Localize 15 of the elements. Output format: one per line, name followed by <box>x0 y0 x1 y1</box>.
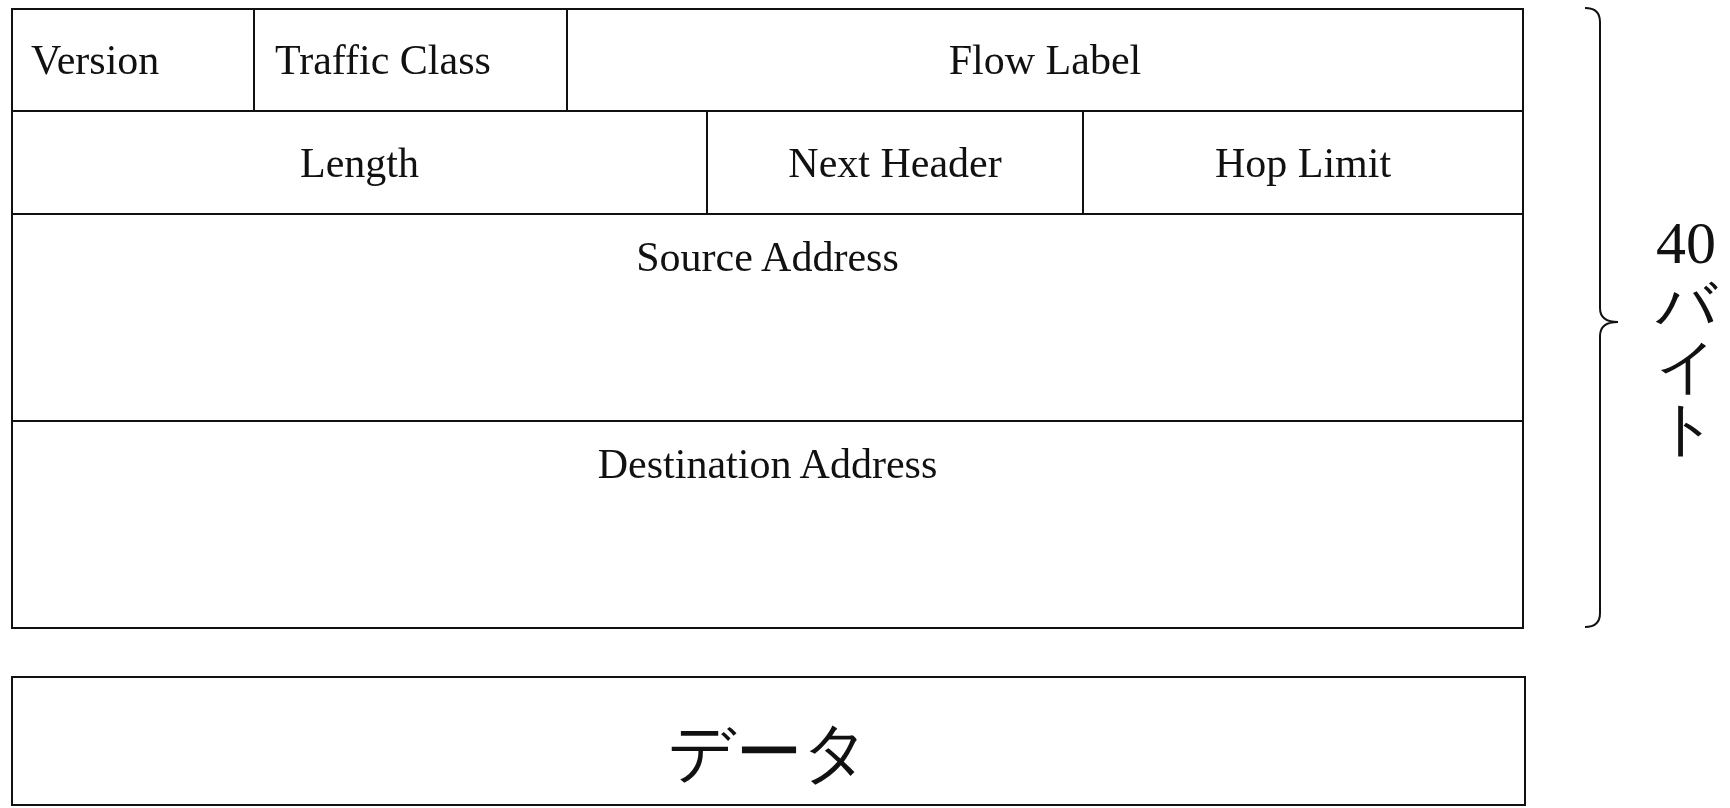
field-name: Source Address <box>636 233 899 281</box>
size-label: 40バイト <box>1654 212 1719 460</box>
field-name: Hop Limit <box>1214 138 1392 187</box>
field-name: Flow Label <box>948 36 1142 84</box>
field-name: Length <box>300 138 419 187</box>
field-name: Traffic Class <box>275 36 491 84</box>
field-name: Next Header <box>788 138 1002 187</box>
field-box <box>11 8 255 112</box>
field-name: Version <box>31 36 160 84</box>
field-box <box>11 676 1526 806</box>
field-name: Destination Address <box>597 440 938 488</box>
field-box <box>566 8 1524 112</box>
field-name: データ <box>667 713 870 793</box>
field-box <box>11 420 1524 629</box>
field-box <box>11 213 1524 422</box>
